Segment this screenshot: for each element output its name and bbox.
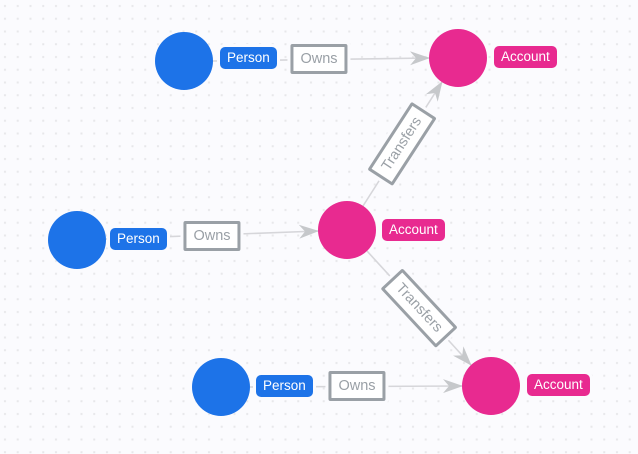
node-account-2[interactable] [318, 201, 376, 259]
node-person-1[interactable] [155, 32, 213, 90]
node-label-account-2[interactable]: Account [382, 219, 445, 241]
edge-label-owns-1[interactable]: Owns [290, 44, 348, 74]
node-label-person-1[interactable]: Person [220, 47, 277, 69]
node-label-account-3[interactable]: Account [527, 374, 590, 396]
edge-label-owns-2[interactable]: Owns [183, 221, 241, 251]
node-person-2[interactable] [48, 211, 106, 269]
node-label-person-2[interactable]: Person [110, 228, 167, 250]
node-person-3[interactable] [192, 358, 250, 416]
node-account-1[interactable] [429, 29, 487, 87]
node-label-account-1[interactable]: Account [494, 46, 557, 68]
node-account-3[interactable] [462, 357, 520, 415]
node-label-person-3[interactable]: Person [256, 375, 313, 397]
edge-label-owns-3[interactable]: Owns [328, 371, 386, 401]
